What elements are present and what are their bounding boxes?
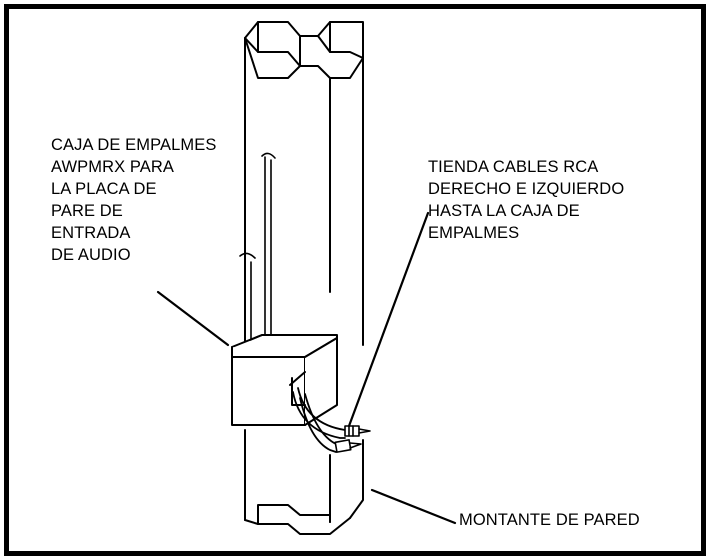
rca-cables-label-line-2: DERECHO E IZQUIERDO: [428, 180, 625, 198]
junction-box-label-line-4: PARE DE: [51, 202, 123, 220]
wall-stud-leader: [370, 488, 457, 525]
rca-cables-label-line-3: HASTA LA CAJA DE: [428, 202, 580, 220]
rca-plug-top: [344, 425, 371, 437]
wall-stud-label: MONTANTE DE PARED: [459, 509, 640, 531]
junction-box-label-line-3: LA PLACA DE: [51, 180, 157, 198]
wall-stud-label-text: MONTANTE DE PARED: [459, 511, 640, 529]
junction-box: [231, 334, 338, 426]
junction-box-label-line-2: AWPMRX PARA: [51, 158, 175, 176]
junction-box-label-line-5: ENTRADA: [51, 224, 131, 242]
conduit-pipes: [239, 152, 276, 346]
stud-side-right-edge-lower: [349, 439, 364, 519]
rca-cables-label-line-4: EMPALMES: [428, 224, 520, 242]
stud-top-end: [244, 21, 364, 79]
junction-box-label-line-6: DE AUDIO: [51, 246, 131, 264]
stud-bottom-end: [244, 504, 351, 535]
rca-cables-label: TIENDA CABLES RCA DERECHO E IZQUIERDO HA…: [428, 156, 624, 244]
rca-cables-leader: [347, 211, 430, 428]
junction-box-leader: [156, 290, 230, 347]
callout-lines: [156, 211, 457, 525]
diagram-border: [4, 4, 706, 556]
junction-box-label: CAJA DE EMPALMES AWPMRX PARA LA PLACA DE…: [51, 134, 216, 266]
rca-plug-bottom: [334, 439, 362, 453]
rca-cables-label-line-1: TIENDA CABLES RCA: [428, 158, 599, 176]
junction-box-label-line-1: CAJA DE EMPALMES: [51, 136, 217, 154]
